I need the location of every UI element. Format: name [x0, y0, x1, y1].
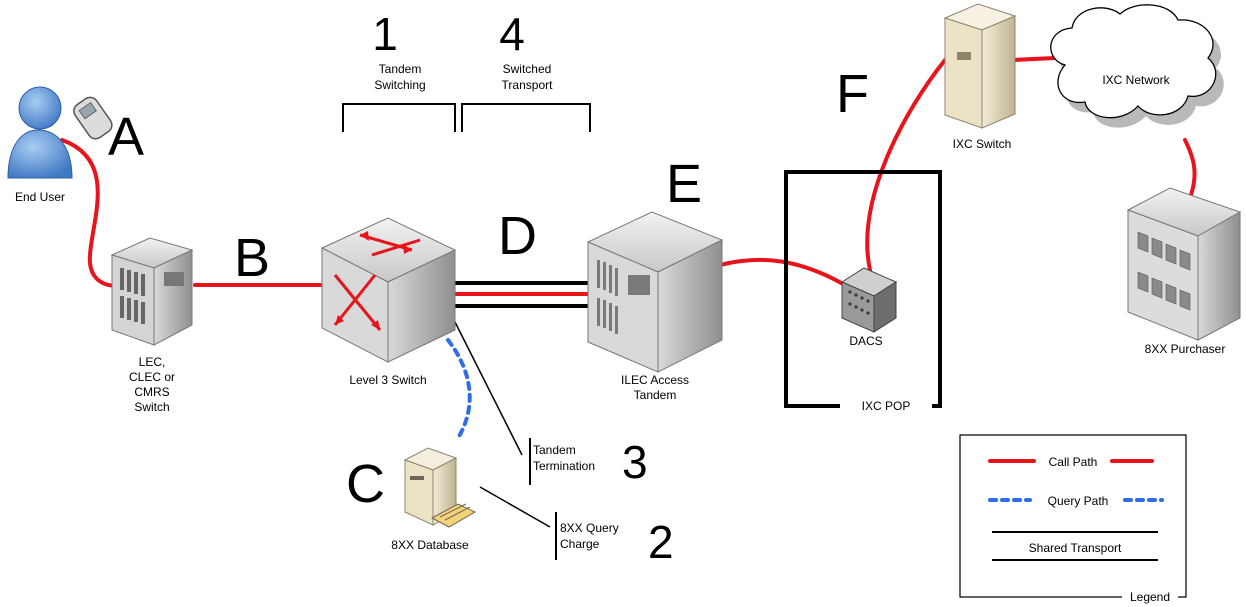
legend-box [959, 434, 1187, 598]
pointer-3 [454, 321, 523, 456]
lec-switch-icon [110, 237, 194, 346]
legend-call-path-label: Call Path [1049, 455, 1098, 469]
letter-b: B [234, 228, 270, 288]
call-path-ixc [1010, 56, 1057, 62]
phone-icon [73, 96, 113, 140]
dacs-icon [840, 267, 898, 333]
end-user-icon [7, 86, 73, 179]
charge-3-number: 3 [622, 436, 648, 488]
database-server-icon [403, 447, 477, 528]
call-path-a [60, 138, 120, 288]
letter-c: C [346, 454, 385, 514]
letter-e: E [666, 154, 702, 214]
database-label: 8XX Database [391, 538, 469, 552]
lec-switch-label-4: Switch [134, 400, 169, 414]
legend-query-path-label: Query Path [1048, 494, 1109, 508]
level3-switch-icon [320, 217, 457, 363]
dacs-label: DACS [849, 334, 882, 348]
charge-2-line-2: Charge [560, 537, 600, 551]
letter-f: F [836, 64, 869, 124]
lec-switch-label-3: CMRS [134, 385, 169, 399]
ixc-switch-label: IXC Switch [953, 137, 1012, 151]
charge-2-line-1: 8XX Query [560, 521, 619, 535]
ixc-switch-icon [943, 3, 1017, 129]
end-user-label: End User [15, 190, 65, 204]
charge-4-line-1: Switched [503, 62, 552, 76]
ixc-pop-box [784, 170, 942, 408]
lec-switch-label-2: CLEC or [129, 370, 175, 384]
ixc-pop-label: IXC POP [862, 399, 911, 413]
call-path-e [718, 257, 852, 290]
ixc-network-label: IXC Network [1102, 73, 1170, 87]
ilec-tandem-label-2: Tandem [634, 388, 677, 402]
ilec-tandem-label-1: ILEC Access [621, 373, 689, 387]
purchaser-label: 8XX Purchaser [1145, 342, 1226, 356]
call-path-purchaser [1183, 138, 1197, 200]
charge-1-line-2: Switching [374, 78, 425, 92]
ixc-network-cloud-icon [1050, 4, 1224, 128]
bracket-1 [342, 103, 456, 132]
charge-4-number: 4 [499, 8, 525, 60]
legend-title: Legend [1130, 590, 1170, 604]
bracket-4 [461, 103, 591, 132]
lec-switch-label-1: LEC, [139, 355, 166, 369]
pointer-2 [479, 486, 551, 528]
legend-shared-transport-swatch [992, 531, 1158, 561]
charge-3-line-1: Tandem [533, 443, 576, 457]
letter-d: D [498, 206, 537, 266]
call-path-f [865, 58, 947, 272]
charge-3-line-2: Termination [533, 459, 595, 473]
query-path-c [446, 338, 472, 440]
charge-1-number: 1 [372, 8, 398, 60]
charge-2-number: 2 [648, 516, 674, 568]
ilec-tandem-icon [586, 211, 724, 373]
letter-a: A [108, 107, 144, 167]
legend-shared-transport-label: Shared Transport [1029, 541, 1122, 555]
purchaser-building-icon [1126, 187, 1242, 341]
shared-transport-d [453, 281, 597, 308]
level3-switch-label: Level 3 Switch [349, 373, 426, 387]
charge-1-line-1: Tandem [379, 62, 422, 76]
charge-4-line-2: Transport [502, 78, 554, 92]
